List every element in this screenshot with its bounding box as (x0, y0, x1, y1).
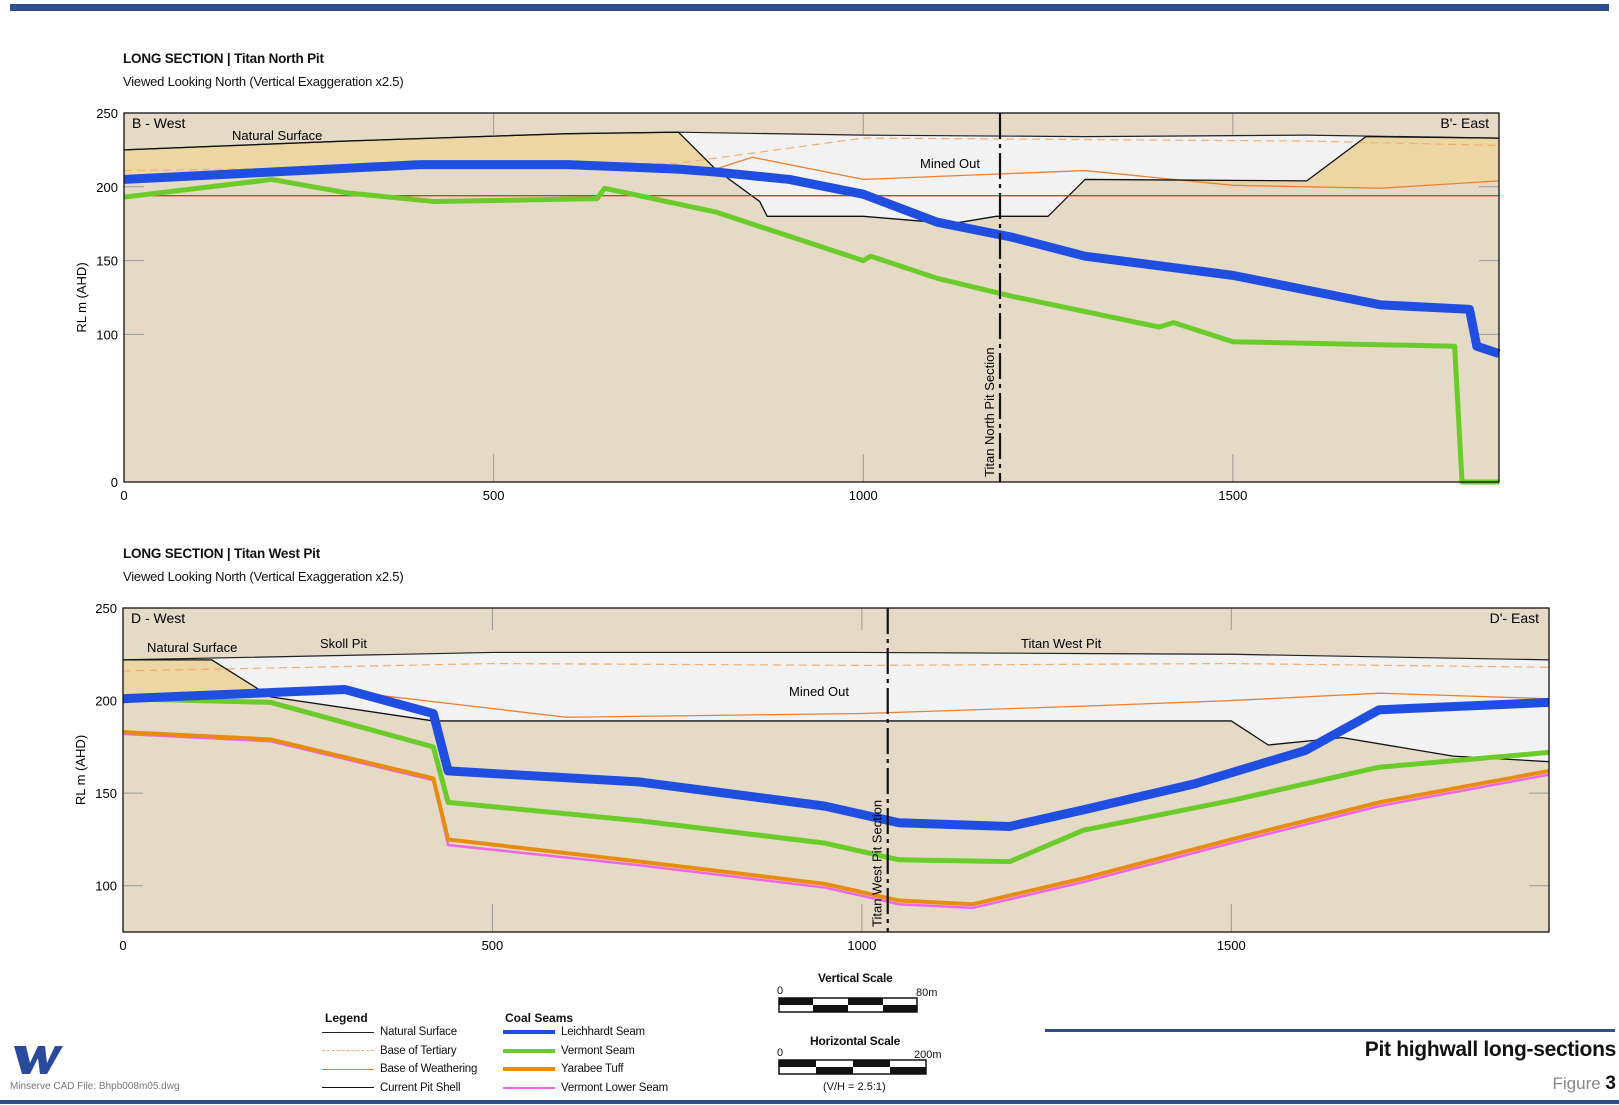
legend-item-base-of-weathering: Base of Weathering (322, 1063, 477, 1075)
plot-frame (122, 607, 1550, 933)
yarabee-tuff-line (122, 730, 1550, 907)
legend-swatch (503, 1086, 555, 1089)
mined-out-fill (123, 652, 1549, 762)
horizontal-scale-zero: 0 (777, 1047, 784, 1059)
legend-swatch (322, 1050, 374, 1051)
natural-surface-annotation: Natural Surface (147, 640, 237, 655)
legend-label: Leichhardt Seam (561, 1026, 645, 1038)
mined-out-fill (124, 132, 1499, 224)
bottom-bar (0, 1100, 1619, 1104)
x-tick-label: 1000 (847, 938, 876, 953)
x-tick-label: 0 (120, 488, 127, 503)
left-end-label: B - West (132, 115, 186, 131)
company-logo (14, 1046, 63, 1074)
coal-seams-title: Coal Seams (505, 1011, 574, 1025)
legend-title: Legend (325, 1011, 368, 1025)
y-tick-label: 100 (95, 879, 117, 894)
x-tick-label: 500 (482, 938, 504, 953)
x-tick-label: 1000 (849, 488, 878, 503)
x-tick-label: 1500 (1217, 938, 1246, 953)
y-tick-label: 200 (96, 180, 118, 195)
x-tick-label: 500 (483, 488, 505, 503)
vertical-scale-title: Vertical Scale (818, 971, 893, 985)
cad-file-label: Minserve CAD File: Bhpb008m05.dwg (10, 1081, 180, 1092)
figure-number: Figure 3 (1460, 1073, 1617, 1095)
legend-label: Base of Tertiary (380, 1044, 457, 1057)
legend-swatch (503, 1067, 555, 1071)
current-pit-shell-line (123, 659, 1550, 763)
legend-swatch (322, 1087, 374, 1088)
y-tick-label: 250 (95, 601, 117, 616)
legend-swatch (322, 1031, 374, 1033)
figure-number-value: 3 (1605, 1073, 1616, 1094)
gridlines (124, 113, 1499, 482)
right-end-label: B'- East (1440, 115, 1489, 131)
vertical-scale-zero: 0 (777, 985, 784, 997)
legend-item-natural-surface: Natural Surface (322, 1026, 457, 1038)
x-tick-label: 0 (119, 938, 126, 953)
y-tick-label: 150 (96, 254, 118, 269)
title-rule (1045, 1029, 1615, 1032)
figure-title: Pit highwall long-sections (1364, 1038, 1617, 1061)
section1-subtitle: Viewed Looking North (Vertical Exaggerat… (123, 74, 404, 89)
legend-item-yarabee-tuff: Yarabee Tuff (503, 1063, 624, 1075)
figure-label: Figure (1552, 1074, 1601, 1093)
legend-label: Vermont Lower Seam (561, 1081, 668, 1094)
skoll-pit-annotation: Skoll Pit (320, 636, 367, 651)
top-bar (10, 4, 1609, 11)
y-axis-label: RL m (AHD) (73, 735, 88, 805)
legend-swatch (503, 1048, 555, 1053)
base-of-weathering-line (122, 690, 1550, 718)
legend-label: Natural Surface (380, 1026, 457, 1038)
vermont-seam-line (122, 696, 1550, 865)
base-of-tertiary-line (122, 662, 1550, 672)
legend-label: Base of Weathering (380, 1063, 478, 1075)
mined-out-annotation: Mined Out (920, 156, 980, 171)
horizontal-scale-max: 200m (914, 1049, 942, 1061)
horizontal-scale-bar (778, 1059, 927, 1075)
section-marker-label: Titan West Pit Section (870, 800, 885, 927)
legend-label: Yarabee Tuff (561, 1063, 624, 1075)
y-axis-label: RL m (AHD) (74, 262, 89, 332)
legend-item-current-pit-shell: Current Pit Shell (322, 1081, 461, 1094)
legend-item-vermont-seam: Vermont Seam (503, 1045, 635, 1057)
y-tick-label: 0 (111, 475, 118, 490)
leichhardt-seam-line (123, 160, 1501, 358)
horizontal-scale-title: Horizontal Scale (810, 1034, 901, 1048)
section1-title: LONG SECTION | Titan North Pit (123, 51, 324, 66)
legend-item-leichhardt-seam: Leichhardt Seam (503, 1026, 645, 1038)
y-tick-label: 100 (96, 327, 118, 342)
mined-out-annotation: Mined Out (789, 684, 849, 699)
legend-label: Vermont Seam (561, 1044, 635, 1057)
legend-label: Current Pit Shell (380, 1081, 461, 1094)
section-marker-label: Titan North Pit Section (982, 347, 997, 477)
legend-swatch (503, 1030, 555, 1034)
legend-swatch (322, 1068, 374, 1070)
plot-frame (123, 112, 1500, 483)
left-end-label: D - West (131, 610, 185, 626)
titan-west-pit-annotation: Titan West Pit (1021, 636, 1102, 651)
y-tick-label: 250 (96, 106, 118, 121)
y-tick-label: 150 (95, 786, 117, 801)
vertical-scale-bar (778, 997, 918, 1013)
current-pit-shell-line (123, 131, 1500, 225)
leichhardt-seam-line (122, 684, 1550, 831)
section2-subtitle: Viewed Looking North (Vertical Exaggerat… (123, 569, 404, 584)
vermont-seam-line (123, 176, 1499, 485)
scale-ratio: (V/H = 2.5:1) (823, 1081, 886, 1093)
natural-surface-annotation: Natural Surface (232, 128, 322, 143)
vertical-scale-max: 80m (916, 987, 938, 999)
natural-surface-line (122, 651, 1550, 661)
x-tick-label: 1500 (1218, 488, 1247, 503)
section2-title: LONG SECTION | Titan West Pit (123, 546, 320, 561)
right-end-label: D'- East (1490, 610, 1539, 626)
legend-item-vermont-lower-seam: Vermont Lower Seam (503, 1082, 668, 1094)
y-tick-label: 200 (95, 694, 117, 709)
legend-item-base-of-tertiary: Base of Tertiary (322, 1045, 457, 1057)
